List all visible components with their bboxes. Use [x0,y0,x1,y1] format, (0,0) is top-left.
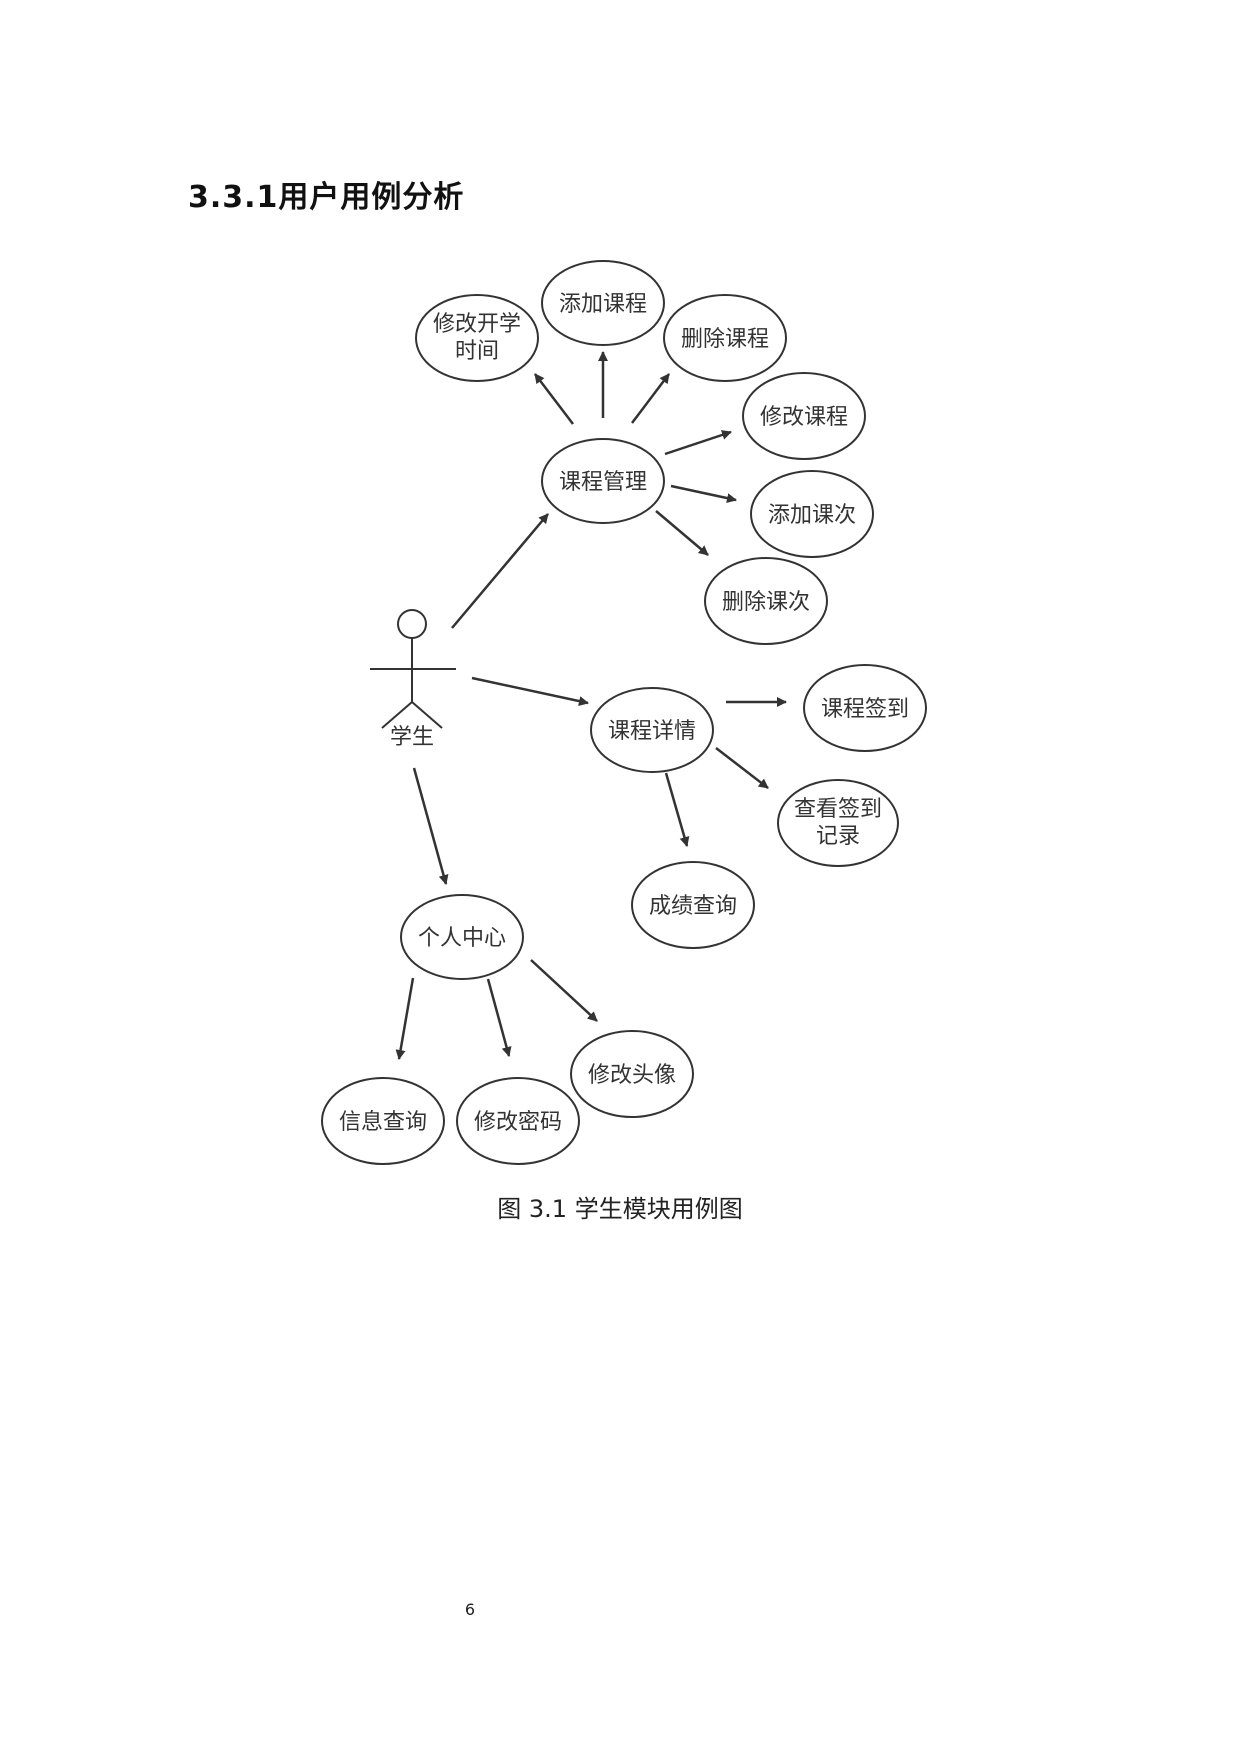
arrow-to-view-checkin-records [715,747,769,789]
figure-caption: 图 3.1 学生模块用例图 [497,1195,743,1223]
use-case-grade-query: 成绩查询 [631,861,755,949]
use-case-add-course: 添加课程 [541,260,665,346]
use-case-label: 查看签到 [794,797,882,822]
actor-label: 学生 [390,725,434,750]
use-case-modify-course: 修改课程 [742,372,866,460]
use-case-change-password: 修改密码 [456,1077,580,1165]
use-case-label: 删除课次 [722,590,810,615]
use-case-label: 个人中心 [418,926,506,951]
use-case-label: 删除课程 [681,327,769,352]
use-case-course-management: 课程管理 [541,438,665,524]
page-number: 6 [464,1600,476,1619]
diagram-arrows [395,351,787,1060]
use-case-label: 课程详情 [608,719,696,744]
arrow-student-to-course-management [451,513,549,629]
use-case-label: 信息查询 [339,1110,427,1135]
use-case-change-avatar: 修改头像 [570,1030,694,1118]
arrow-student-to-personal-center [412,767,449,885]
use-case-personal-center: 个人中心 [400,894,524,980]
use-case-info-query: 信息查询 [321,1077,445,1165]
use-case-label: 添加课次 [768,503,856,528]
use-case-label: 课程管理 [559,470,647,495]
use-case-label: 修改课程 [760,405,848,430]
actor-left-leg [381,701,413,729]
use-case-label: 修改密码 [474,1110,562,1135]
arrow-to-modify-course [664,430,732,456]
arrow-to-info-query [395,977,415,1060]
arrow-to-change-avatar [530,959,598,1022]
use-case-label: 成绩查询 [649,894,737,919]
arrow-to-delete-session [655,510,709,556]
use-case-modify-start-time: 修改开学 时间 [415,294,539,382]
use-case-label: 课程签到 [821,697,909,722]
use-case-view-checkin-records: 查看签到 记录 [777,779,899,867]
use-case-course-details: 课程详情 [590,687,714,773]
use-case-label: 添加课程 [559,292,647,317]
arrow-to-delete-course [631,373,670,424]
use-case-label: 时间 [455,339,499,364]
use-case-label: 修改开学 [433,312,521,337]
arrow-to-add-session [670,484,737,503]
arrow-to-change-password [486,978,512,1057]
arrow-to-modify-start-time [534,373,574,425]
use-case-delete-session: 删除课次 [704,557,828,645]
use-case-label: 记录 [816,824,860,849]
actor-student: 学生 [370,609,456,750]
arrow-to-grade-query [664,772,690,847]
actor-head [397,609,427,639]
section-heading: 3.3.1用户用例分析 [188,180,465,215]
actor-right-leg [411,701,443,729]
use-case-label: 修改头像 [588,1063,676,1088]
use-case-delete-course: 删除课程 [663,294,787,382]
use-case-course-checkin: 课程签到 [803,664,927,752]
use-case-add-session: 添加课次 [750,470,874,558]
arrow-student-to-course-details [471,676,589,706]
